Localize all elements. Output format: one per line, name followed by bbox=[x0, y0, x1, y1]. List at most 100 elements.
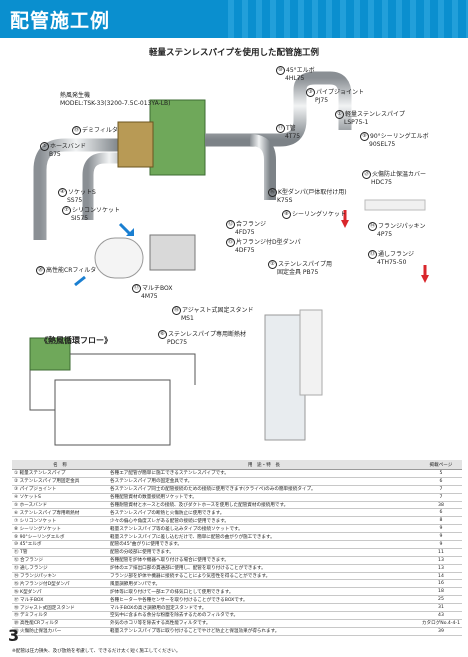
table-row: ⑯ K型ダンパ炉体等に取り付けて一部エアの排気口として使用できます。18 bbox=[12, 587, 462, 597]
cell-use: 配管の45°曲がりに使用できます。 bbox=[108, 540, 420, 549]
cell-name: ⑪ T管 bbox=[12, 548, 108, 557]
table-row: ② ステンレスパイプ用固定金具各ステンレスパイプ用の固定金具です。6 bbox=[12, 477, 462, 486]
header-page: 掲載ページ bbox=[419, 460, 462, 470]
cell-name: ③ パイプジョイント bbox=[12, 485, 108, 494]
table-row: ㉑ 火傷防止保温カバー軽量ステンレスパイプ等に取り付けることでやけど防止と保温効… bbox=[12, 627, 462, 636]
burn-cover bbox=[364, 199, 426, 211]
table-row: ③ パイプジョイント各ステンレスパイプ同士の配管接続のための接続に使用できます(… bbox=[12, 485, 462, 494]
cell-use: 風量調節用ダンパです。 bbox=[108, 579, 420, 589]
cell-use: 軽量ステンレスパイプ等に取り付けることでやけど防止と保温効果が得られます。 bbox=[108, 627, 420, 636]
cell-use: 外気のホコリ等を除去する高性能フィルタです。 bbox=[108, 619, 420, 628]
cell-page: 31 bbox=[419, 603, 462, 613]
cell-use: 各種エア配管が簡単に施工できるステンレスパイプです。 bbox=[108, 469, 420, 478]
page-header: 配管施工例 bbox=[0, 0, 468, 38]
cell-use: 各種ヒーターや各種センサーを取り付けることができるBOXです。 bbox=[108, 595, 420, 605]
cell-page: 14 bbox=[419, 572, 462, 581]
cell-use: 炉体のエア排出口部の貫通部に使用し、配管を取り付けることができます。 bbox=[108, 564, 420, 573]
cell-use: 軽量ステンレスパイプ等の差し込みタイプの接続ソケットです。 bbox=[108, 524, 420, 534]
diagram-title: 軽量ステンレスパイプを使用した配管施工例 bbox=[148, 48, 319, 58]
table-row: ⑧ シーリングソケット軽量ステンレスパイプ等の差し込みタイプの接続ソケットです。… bbox=[12, 524, 462, 534]
footnote: ※配管は圧力損失、及び放熱を考慮して、できるだけ太く短く施工してください。 bbox=[12, 649, 181, 654]
cell-name: ⑰ マルチBOX bbox=[12, 595, 108, 605]
cell-name: ⑫ 合フランジ bbox=[12, 556, 108, 565]
cell-use: 空気中に含まれる余分な粉塵を除去するためのフィルタです。 bbox=[108, 611, 420, 620]
cell-page: 13 bbox=[419, 564, 462, 573]
cell-page: 11 bbox=[419, 548, 462, 557]
cell-name: ⑲ デミフィルタ bbox=[12, 611, 108, 620]
cell-page: カタログNo.4-4-1 bbox=[419, 619, 462, 628]
cell-name: ④ ソケットS bbox=[12, 493, 108, 502]
cell-page: 7 bbox=[419, 485, 462, 494]
cell-use: 配管の分岐部に使用できます。 bbox=[108, 548, 420, 557]
cell-name: ⑤ ホースバンド bbox=[12, 501, 108, 510]
cell-page: 39 bbox=[419, 627, 462, 636]
flow-box bbox=[54, 379, 171, 446]
cell-page: 16 bbox=[419, 579, 462, 589]
cell-name: ⑨ 90°シーリングエルボ bbox=[12, 532, 108, 542]
table-row: ⑱ アジャスト式固定スタンドマルチBOXの高さ調節用の固定スタンドです。31 bbox=[12, 603, 462, 613]
flow-title: 《熱風循環フロー》 bbox=[40, 336, 112, 345]
cell-use: 各種配管を炉体や機器へ取り付ける場合に使用できます。 bbox=[108, 556, 420, 565]
return-pipe-left-2 bbox=[82, 152, 135, 220]
table-row: ⑬ 通しフランジ炉体のエア排出口部の貫通部に使用し、配管を取り付けることができま… bbox=[12, 564, 462, 573]
cell-use: 軽量ステンレスパイプに差し込むだけで、簡単に配管の曲がりが施工できます。 bbox=[108, 532, 420, 542]
cell-name: ⑱ アジャスト式固定スタンド bbox=[12, 603, 108, 613]
supply-pipe-elbow bbox=[249, 134, 276, 200]
cell-page: 25 bbox=[419, 595, 462, 605]
cell-page: 6 bbox=[419, 477, 462, 486]
cell-name: ⑮ 片フランジ付D型ダンパ bbox=[12, 579, 108, 589]
table-row: ⑲ デミフィルタ空気中に含まれる余分な粉塵を除去するためのフィルタです。43 bbox=[12, 611, 462, 620]
cell-name: ① 軽量ステンレスパイプ bbox=[12, 469, 108, 478]
table-row: ⑦ シリコンソケット少々の偏心や角度ズレがある配管の接続に使用できます。8 bbox=[12, 516, 462, 526]
cell-name: ⑳ 高性能CRフィルタ bbox=[12, 619, 108, 628]
page-number: 3 bbox=[8, 626, 20, 645]
multi-box bbox=[149, 234, 196, 271]
header-stripes bbox=[228, 0, 468, 38]
cell-page: 6 bbox=[419, 508, 462, 518]
table-row: ⑩ 45°エルボ配管の45°曲がりに使用できます。9 bbox=[12, 540, 462, 549]
cell-name: ⑩ 45°エルボ bbox=[12, 540, 108, 549]
table-header-row: 名 称 用 途・特 長 掲載ページ bbox=[12, 460, 462, 470]
cell-page: 9 bbox=[419, 524, 462, 534]
cell-page: 8 bbox=[419, 516, 462, 526]
cell-page: 18 bbox=[419, 587, 462, 597]
table-row: ⑫ 合フランジ各種配管を炉体や機器へ取り付ける場合に使用できます。13 bbox=[12, 556, 462, 565]
table-row: ⑳ 高性能CRフィルタ外気のホコリ等を除去する高性能フィルタです。カタログNo.… bbox=[12, 619, 462, 628]
cell-use: フランジ部を炉体や機器に接続することにより気密性を得ることができます。 bbox=[108, 572, 420, 581]
arrow-blue-2 bbox=[74, 275, 86, 287]
table-row: ⑤ ホースバンド各種耐管資材とホースとの接続、及びダクトホースを使用した配管資材… bbox=[12, 501, 462, 510]
cell-name: ② ステンレスパイプ用固定金具 bbox=[12, 477, 108, 486]
page-title: 配管施工例 bbox=[10, 10, 111, 32]
table-row: ⑨ 90°シーリングエルボ軽量ステンレスパイプに差し込むだけで、簡単に配管の曲が… bbox=[12, 532, 462, 542]
table-row: ⑮ 片フランジ付D型ダンパ風量調節用ダンパです。16 bbox=[12, 579, 462, 589]
table-row: ① 軽量ステンレスパイプ各種エア配管が簡単に施工できるステンレスパイプです。5 bbox=[12, 469, 462, 478]
cell-page: 7 bbox=[419, 493, 462, 502]
cr-filter bbox=[94, 237, 144, 279]
insulated-pipe bbox=[264, 314, 306, 441]
cell-use: マルチBOXの高さ調節用の固定スタンドです。 bbox=[108, 603, 420, 613]
piping-illustration bbox=[29, 71, 429, 446]
cell-use: 各種耐管資材とホースとの接続、及びダクトホースを使用した配管資材の接続用です。 bbox=[108, 501, 420, 510]
table-row: ⑪ T管配管の分岐部に使用できます。11 bbox=[12, 548, 462, 557]
